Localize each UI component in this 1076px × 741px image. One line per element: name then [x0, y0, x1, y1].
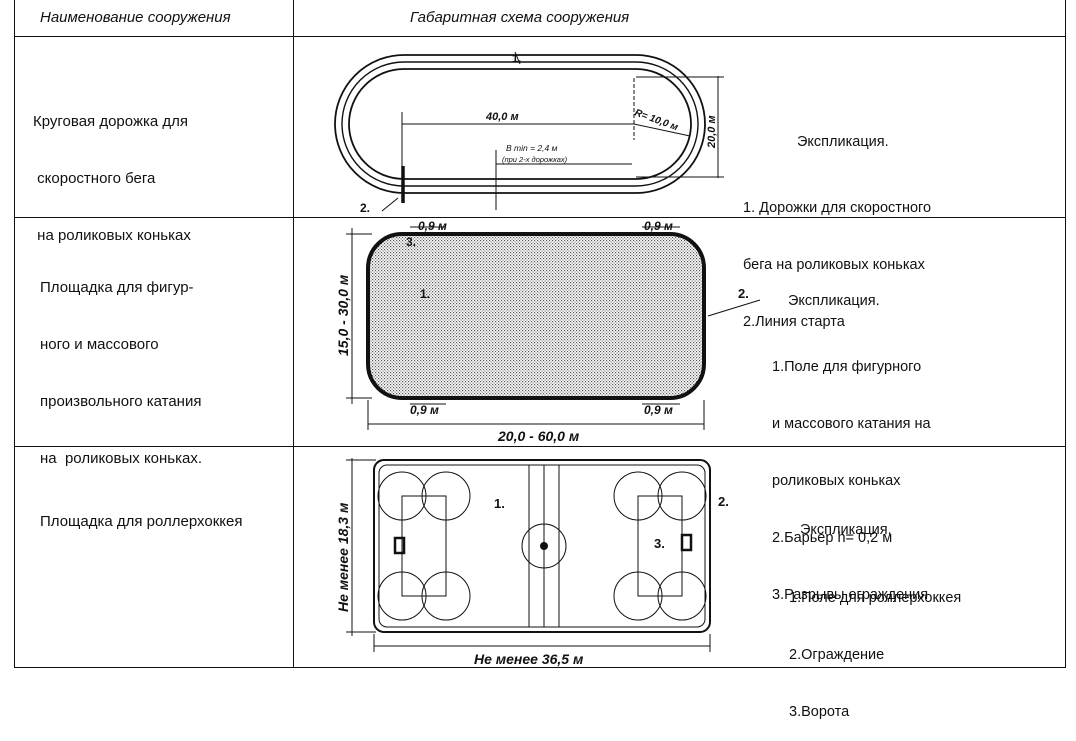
explication-item: 1. Дорожки для скоростного — [743, 200, 932, 216]
hockey-boards-inner — [378, 464, 706, 628]
row-1-name: Круговая дорожка для скоростного бега на… — [33, 74, 191, 264]
track-inner-edge — [348, 68, 692, 180]
row-1-explication: Экспликация. 1. Дорожки для скоростного … — [743, 95, 931, 351]
rink-callout-1: 1. — [420, 287, 430, 301]
name-line: на роликовых коньках. — [40, 450, 203, 467]
gap-br-label: 0,9 м — [644, 403, 673, 417]
track-lane-line — [341, 61, 699, 187]
name-line: скоростного бега — [33, 170, 156, 187]
explication-item: 1.Поле для роллерхоккея — [789, 590, 962, 606]
left-goal-area — [401, 495, 447, 597]
roller-hockey-diagram — [346, 458, 711, 652]
explication-item: 3.Ворота — [789, 704, 850, 720]
rink-field — [366, 232, 706, 400]
table-frame — [14, 0, 1066, 668]
hockey-callout-1: 1. — [494, 496, 505, 511]
lane-min-label: B min = 2,4 м — [506, 143, 558, 153]
column-divider — [293, 0, 294, 668]
explication-title: Экспликация. — [797, 134, 889, 150]
name-line: ного и массового — [40, 336, 159, 353]
faceoff-circle — [421, 571, 471, 621]
barrier-leader — [707, 299, 761, 317]
rink-callout-2: 2. — [738, 286, 749, 301]
track-width-label: 20,0 м — [706, 115, 718, 149]
explication-item: 1.Поле для фигурного — [772, 359, 922, 375]
explication-item: 2.Ограждение — [789, 647, 885, 663]
explication-item: бега на роликовых коньках — [743, 257, 925, 273]
faceoff-circle — [613, 471, 663, 521]
explication-item: 2.Барьер h= 0,2 м — [772, 530, 893, 546]
callout-2: 2. — [360, 201, 370, 215]
faceoff-circle — [421, 471, 471, 521]
name-line: Круговая дорожка для — [33, 113, 189, 130]
gap-tl-label: 0,9 м — [418, 219, 447, 233]
faceoff-circle — [613, 571, 663, 621]
lane-note-label: (при 2-х дорожках) — [502, 155, 568, 164]
explication-title: Экспликация. — [800, 522, 892, 538]
gap-bl-label: 0,9 м — [410, 403, 439, 417]
left-goal — [393, 536, 406, 555]
hockey-width-label: Не менее 36,5 м — [474, 651, 584, 667]
row-2-name: Площадка для фигур- ного и массового про… — [40, 240, 202, 487]
hockey-callout-3: 3. — [654, 536, 665, 551]
rink-width-label: 20,0 - 60,0 м — [497, 428, 580, 444]
hockey-boards-outer — [373, 459, 711, 633]
gap-tr-label: 0,9 м — [644, 219, 673, 233]
skating-rink-diagram — [346, 226, 761, 430]
header-col-name: Наименование сооружения — [40, 9, 231, 26]
track-length-label: 40,0 м — [485, 111, 519, 123]
rink-callout-3: 3. — [406, 235, 416, 249]
explication-title: Экспликация. — [788, 293, 880, 309]
faceoff-circle — [657, 571, 707, 621]
name-line: Площадка для фигур- — [40, 279, 194, 296]
row-3-name: Площадка для роллерхоккея — [40, 474, 243, 550]
hockey-callout-2: 2. — [718, 494, 729, 509]
callout-2-leader — [381, 197, 399, 212]
track-radius-label: R= 10,0 м — [633, 107, 680, 133]
faceoff-circle — [377, 471, 427, 521]
explication-item: 2.Линия старта — [743, 314, 845, 330]
track-outer-edge — [334, 54, 706, 194]
center-spot — [540, 542, 548, 550]
faceoff-circle — [657, 471, 707, 521]
callout-1-leader — [514, 51, 521, 65]
speed-track-diagram — [334, 51, 724, 212]
schemes-drawing: 40,0 м R= 10,0 м 20,0 м B min = 2,4 м (п… — [334, 51, 761, 667]
header-divider — [14, 36, 1066, 37]
center-circle — [521, 523, 567, 569]
explication-item: и массового катания на — [772, 416, 931, 432]
row-divider-1 — [14, 217, 1066, 218]
explication-item: 3.Разрывы ограждения — [772, 587, 929, 603]
row-2-explication: Экспликация. 1.Поле для фигурного и масс… — [772, 254, 931, 624]
name-line: произвольного катания — [40, 393, 202, 410]
explication-item: роликовых коньках — [772, 473, 901, 489]
hockey-height-label: Не менее 18,3 м — [335, 502, 351, 612]
name-line: Площадка для роллерхоккея — [40, 513, 243, 530]
row-divider-2 — [14, 446, 1066, 447]
callout-1: 1. — [512, 53, 521, 65]
right-goal — [680, 533, 693, 552]
name-line: на роликовых коньках — [33, 227, 191, 244]
faceoff-circle — [377, 571, 427, 621]
radius-line — [633, 123, 691, 137]
header-col-scheme: Габаритная схема сооружения — [410, 9, 630, 26]
rink-height-label: 15,0 - 30,0 м — [335, 274, 351, 356]
